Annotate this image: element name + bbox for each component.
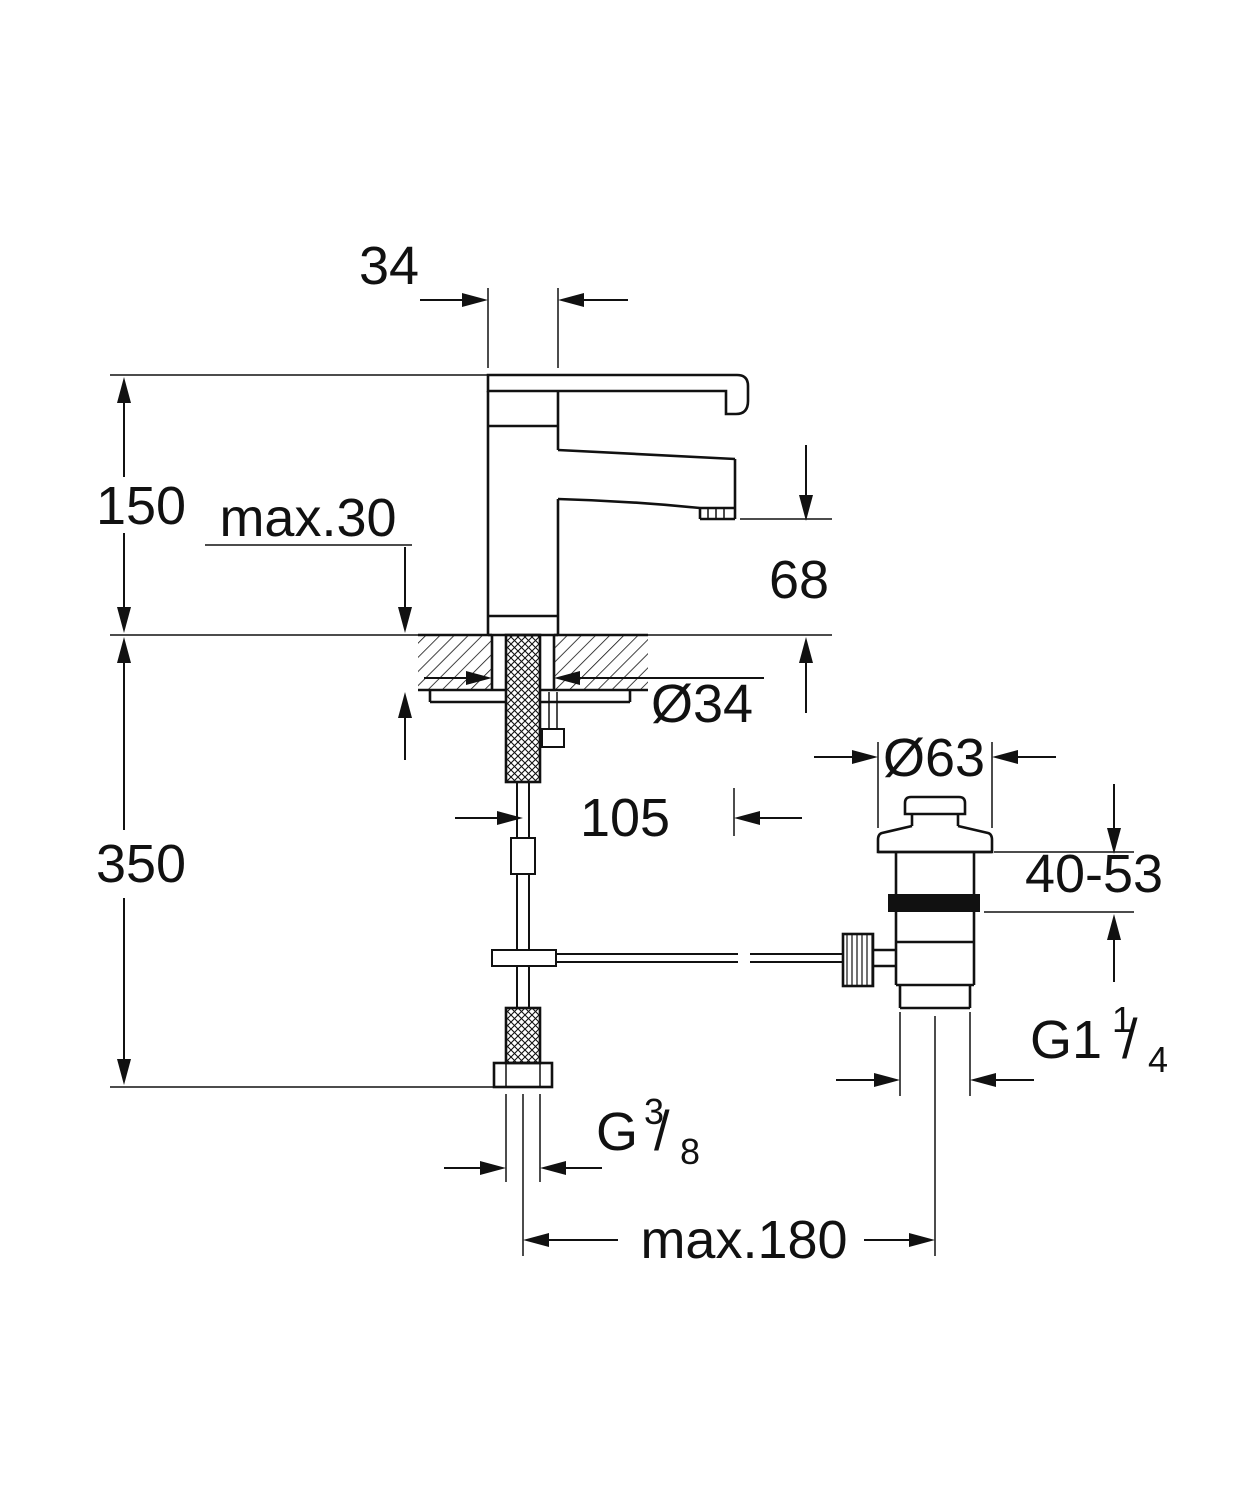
dim-label-max180: max.180 [640,1210,847,1270]
svg-text:/: / [654,1099,670,1162]
dimension-deck-thickness: max.30 [219,488,412,760]
svg-text:1: 1 [1112,999,1132,1040]
supply-hose [492,782,554,1089]
dim-label-max30: max.30 [219,488,396,548]
dim-label-150: 150 [96,476,186,536]
dimension-max-center-distance: max.180 [523,1210,935,1270]
waste-seal-ring [888,894,980,912]
pop-up-rod [491,949,843,967]
threaded-shank [504,633,542,784]
dimension-waste-flange-diameter: Ø63 [814,728,1056,788]
dim-label-40-53: 40-53 [1025,844,1163,904]
dimension-body-diameter: 34 [359,236,628,307]
dimension-spout-projection: 105 [455,788,802,848]
hose-thread-section [504,1006,542,1065]
dimension-hose-length: 350 [96,637,186,1085]
mounting-stud-and-nut [541,692,565,748]
svg-text:G: G [596,1102,638,1162]
faucet-spout [557,448,737,521]
dim-label-105: 105 [580,788,670,848]
svg-text:8: 8 [680,1131,700,1172]
dimension-height-150: 150 [96,377,186,633]
waste-flange [876,824,994,854]
dimension-hole-diameter: Ø34 [424,671,764,734]
svg-text:3: 3 [644,1091,664,1132]
waste-plug [903,795,967,826]
faucet-lever [486,373,750,416]
dimension-spout-height: 68 [769,445,829,713]
dimension-waste-thread: G1 1 / 4 [836,999,1168,1087]
dimension-supply-thread: G 3 / 8 [444,1091,700,1175]
dim-label-34: 34 [359,236,419,296]
svg-text:/: / [1122,1007,1138,1070]
dim-label-g1-quarter: G1 1 / 4 [1030,999,1168,1080]
waste-lever-knob [841,932,896,988]
pivot-joint [491,949,557,967]
dim-label-350: 350 [96,834,186,894]
aerator-icon [707,508,725,519]
faucet-body [486,391,560,637]
svg-text:G1: G1 [1030,1010,1102,1070]
svg-text:4: 4 [1148,1039,1168,1080]
faucet [486,373,750,637]
under-deck-washer [428,690,632,704]
deck-hatch-left [418,635,492,690]
waste-body [888,852,980,987]
mounting-deck [418,633,648,704]
dim-label-g-three-eighths: G 3 / 8 [596,1091,700,1172]
supply-connection-nut [492,1061,554,1089]
dim-label-dia34: Ø34 [651,674,753,734]
waste-tailpiece [898,985,972,1010]
dimension-waste-deck-range: 40-53 [1025,784,1163,982]
dim-label-68: 68 [769,550,829,610]
pop-up-waste [841,795,994,1010]
extension-lines [110,288,1134,1256]
dim-label-dia63: Ø63 [883,728,985,788]
